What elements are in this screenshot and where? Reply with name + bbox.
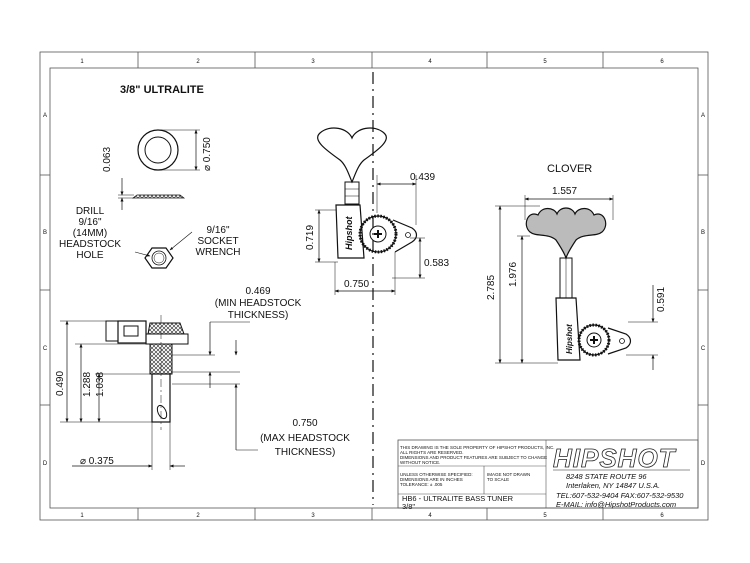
scale-note-1: IMAGE NOT DRAWN bbox=[487, 472, 530, 477]
zone-row-left-a: A bbox=[43, 113, 47, 119]
max-headstock-line-2: THICKNESS) bbox=[275, 447, 336, 458]
zone-row-right-c: C bbox=[701, 346, 706, 352]
zone-col-top-2: 2 bbox=[196, 59, 200, 65]
max-headstock-line-1: (MAX HEADSTOCK bbox=[260, 433, 350, 444]
clover-view: CLOVER 1.557 Hipshot 2.785 1.976 bbox=[486, 163, 667, 370]
phone-line: TEL:607-532-9404 FAX:607-532-9530 bbox=[556, 491, 684, 500]
hipshot-logo: HIPSHOT bbox=[553, 443, 677, 473]
zone-col-top-4: 4 bbox=[428, 59, 432, 65]
zone-col-bottom-6: 6 bbox=[660, 513, 664, 519]
wrench-note-line-3: WRENCH bbox=[196, 247, 241, 258]
drill-note-line-5: HOLE bbox=[76, 250, 104, 261]
property-note-3: DIMENSIONS AND PRODUCT FEATURES ARE SUBJ… bbox=[400, 455, 547, 460]
tolerance-note-1: UNLESS OTHERWISE SPECIFIED: bbox=[400, 472, 473, 477]
lower-dim-0490: 0.490 bbox=[55, 371, 66, 396]
drawing-frame bbox=[39, 51, 709, 521]
lower-dim-diameter: ⌀ 0.375 bbox=[80, 456, 114, 467]
zone-labels: 1 2 3 4 5 6 1 2 3 4 5 6 A B C D A B C D bbox=[43, 59, 706, 519]
property-note-1: THIS DRAWING IS THE SOLE PROPERTY OF HIP… bbox=[400, 445, 555, 450]
lower-dim-1288: 1.288 bbox=[82, 372, 93, 397]
wrench-note-line-2: SOCKET bbox=[197, 236, 238, 247]
zone-col-top-5: 5 bbox=[543, 59, 547, 65]
address-line-2: Interlaken, NY 14847 U.S.A. bbox=[566, 481, 660, 490]
scale-note-2: TO SCALE bbox=[487, 477, 509, 482]
zone-row-right-a: A bbox=[701, 113, 705, 119]
tolerance-note-3: TOLERANCE: ± .005 bbox=[400, 482, 443, 487]
clover-height-mid-dim: 1.976 bbox=[508, 262, 519, 287]
property-note-4: WITHOUT NOTICE. bbox=[400, 460, 440, 465]
property-note-2: ALL RIGHTS ARE RESERVED. bbox=[400, 450, 464, 455]
zone-row-right-b: B bbox=[701, 230, 705, 236]
zone-col-bottom-3: 3 bbox=[311, 513, 315, 519]
lower-dim-1038: 1.038 bbox=[95, 372, 106, 397]
zone-row-left-b: B bbox=[43, 230, 47, 236]
washer-diameter-dim: ⌀ 0.750 bbox=[202, 137, 213, 171]
wrench-note-line-1: 9/16" bbox=[206, 225, 229, 236]
clover-label: CLOVER bbox=[547, 163, 592, 175]
part-size: 3/8" bbox=[402, 502, 415, 511]
drill-note-line-1: DRILL bbox=[76, 206, 105, 217]
min-headstock-line-1: (MIN HEADSTOCK bbox=[215, 298, 302, 309]
clover-width-dim: 1.557 bbox=[552, 186, 577, 197]
zone-col-top-3: 3 bbox=[311, 59, 315, 65]
svg-text:Hipshot: Hipshot bbox=[565, 324, 574, 354]
clover-offset-dim: 0.591 bbox=[656, 287, 667, 312]
zone-row-left-c: C bbox=[43, 346, 48, 352]
drill-note-line-2: 9/16" bbox=[78, 217, 101, 228]
side-dim-0439: 0.439 bbox=[410, 172, 435, 183]
drawing-title: 3/8" ULTRALITE bbox=[120, 84, 204, 96]
clover-height-total-dim: 2.785 bbox=[486, 275, 497, 300]
zone-col-bottom-4: 4 bbox=[428, 513, 432, 519]
part-name: HB6 - ULTRALITE BASS TUNER bbox=[402, 494, 514, 503]
zone-col-bottom-2: 2 bbox=[196, 513, 200, 519]
side-dim-0719: 0.719 bbox=[305, 225, 316, 250]
drill-note-line-3: (14MM) bbox=[73, 228, 107, 239]
address-line-1: 8248 STATE ROUTE 96 bbox=[566, 472, 647, 481]
side-dim-0750: 0.750 bbox=[344, 279, 369, 290]
min-headstock-line-2: THICKNESS) bbox=[228, 310, 289, 321]
zone-row-left-d: D bbox=[43, 461, 48, 467]
drill-note-line-4: HEADSTOCK bbox=[59, 239, 121, 250]
title-block: THIS DRAWING IS THE SOLE PROPERTY OF HIP… bbox=[397, 439, 699, 511]
tuner-side-view: Hipshot 0.439 0.719 0.583 0.750 bbox=[305, 127, 449, 295]
zone-col-bottom-1: 1 bbox=[80, 513, 84, 519]
washer-view: ⌀ 0.750 0.063 bbox=[102, 129, 213, 210]
side-dim-0583: 0.583 bbox=[424, 258, 449, 269]
zone-col-bottom-5: 5 bbox=[543, 513, 547, 519]
tolerance-note-2: DIMENSIONS ARE IN INCHES bbox=[400, 477, 463, 482]
tuner-lower-view: 0.490 1.288 1.038 ⌀ 0.375 0.469 (MIN HEA… bbox=[55, 286, 350, 470]
svg-text:Hipshot: Hipshot bbox=[344, 216, 354, 250]
washer-thickness-dim: 0.063 bbox=[102, 147, 113, 172]
zone-col-top-6: 6 bbox=[660, 59, 664, 65]
zone-row-right-d: D bbox=[701, 461, 706, 467]
email-line: E-MAIL: info@HipshotProducts.com bbox=[556, 500, 676, 509]
hex-nut-view: DRILL 9/16" (14MM) HEADSTOCK HOLE 9/16" … bbox=[59, 206, 241, 269]
zone-col-top-1: 1 bbox=[80, 59, 84, 65]
max-headstock-value: 0.750 bbox=[292, 418, 317, 429]
min-headstock-value: 0.469 bbox=[245, 286, 270, 297]
